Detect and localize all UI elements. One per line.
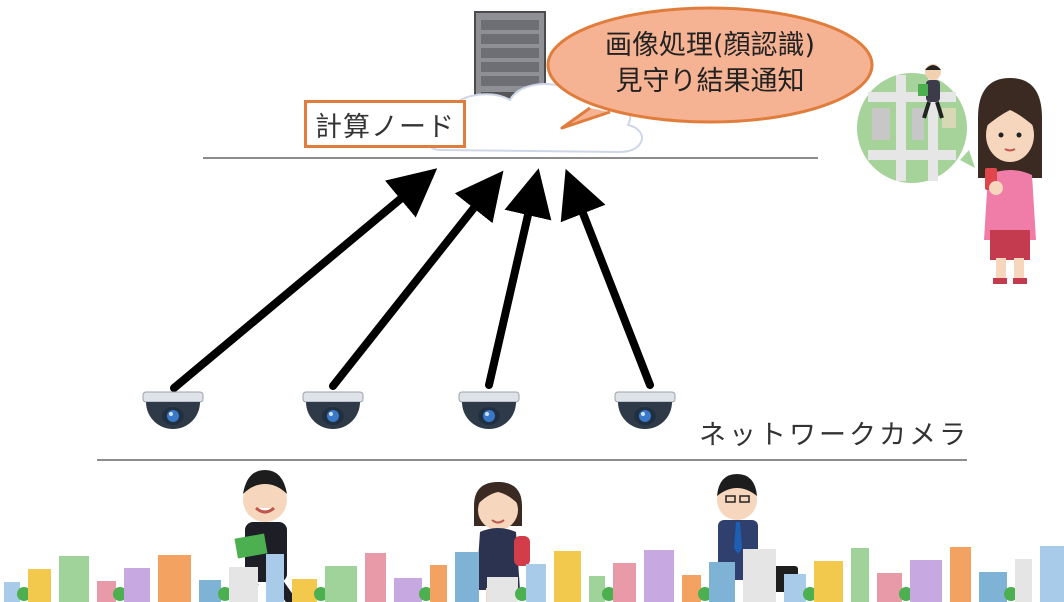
arrow-4 <box>560 168 654 389</box>
tree <box>113 587 127 601</box>
building <box>554 551 581 602</box>
building <box>644 550 674 602</box>
camera-4-icon <box>614 391 676 429</box>
tree <box>218 587 232 601</box>
woman-with-phone-icon <box>978 78 1042 284</box>
woman-commuter-icon <box>474 482 530 602</box>
building <box>97 581 116 602</box>
building <box>1040 546 1064 602</box>
building <box>394 578 422 602</box>
building <box>743 549 776 602</box>
building <box>124 568 150 602</box>
building <box>229 567 258 602</box>
building <box>59 556 89 602</box>
building <box>292 579 317 602</box>
arrow-2 <box>329 170 504 390</box>
tree <box>1004 587 1018 601</box>
building <box>784 574 806 602</box>
network-camera-label: ネットワークカメラ <box>699 420 969 451</box>
building <box>877 573 902 602</box>
building <box>455 552 479 602</box>
building <box>682 575 701 602</box>
speech-bubble-text: 画像処理(顔認識) 見守り結果通知 <box>560 28 860 100</box>
building <box>814 561 843 602</box>
building <box>365 553 386 602</box>
building <box>158 555 191 602</box>
building <box>979 572 1007 602</box>
building <box>910 560 942 602</box>
tree <box>698 587 712 601</box>
building <box>589 576 605 602</box>
tree <box>602 587 616 601</box>
building <box>1015 559 1032 602</box>
arrows <box>170 168 654 392</box>
arrow-1 <box>170 168 438 392</box>
building <box>4 582 20 602</box>
bubble-line-2: 見守り結果通知 <box>615 66 805 97</box>
building <box>851 548 869 602</box>
building <box>950 547 971 602</box>
building <box>613 563 636 602</box>
tree <box>419 587 433 601</box>
building <box>709 562 735 602</box>
camera-3-icon <box>458 391 520 429</box>
building <box>487 577 518 602</box>
city-skyline <box>4 546 1064 602</box>
compute-node-label: 計算ノード <box>304 100 466 148</box>
cameras <box>142 391 676 429</box>
building <box>430 565 447 602</box>
building <box>526 564 546 602</box>
arrow-3 <box>485 168 552 389</box>
map-icon <box>857 64 975 183</box>
tree <box>515 587 529 601</box>
tree <box>803 587 817 601</box>
building <box>325 566 357 602</box>
tree <box>17 587 31 601</box>
camera-1-icon <box>142 391 204 429</box>
speech-bubble <box>546 6 874 124</box>
building <box>266 554 284 602</box>
building <box>28 569 51 602</box>
tree <box>899 587 913 601</box>
tree <box>314 587 328 601</box>
bubble-line-1: 画像処理(顔認識) <box>604 30 816 61</box>
camera-2-icon <box>302 391 364 429</box>
building <box>199 580 221 602</box>
